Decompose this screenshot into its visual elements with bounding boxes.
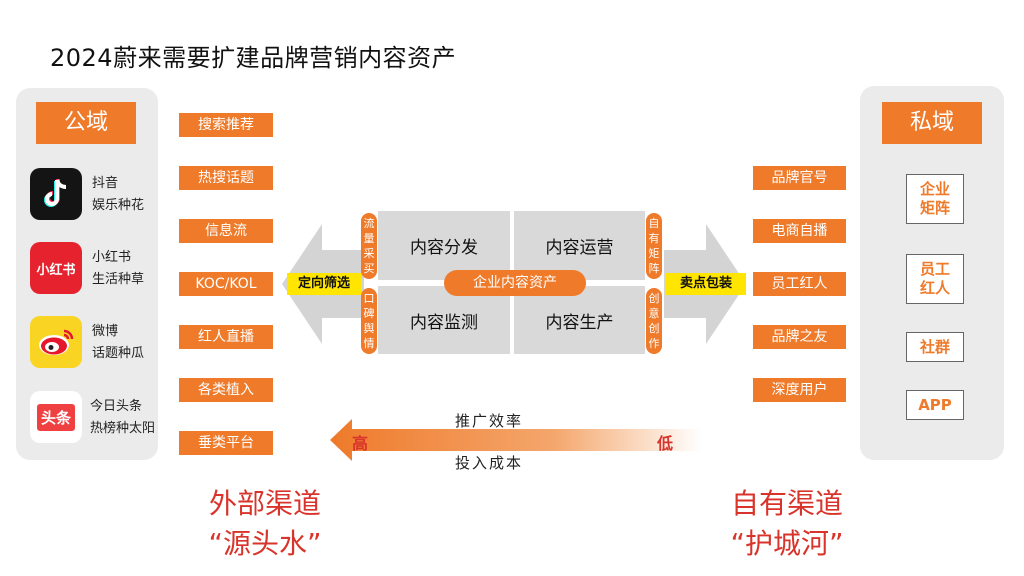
owned-channel: 深度用户 <box>753 378 846 402</box>
platform-toutiao: 今日头条 热榜种太阳 <box>90 396 155 440</box>
douyin-logo-icon <box>30 168 82 220</box>
external-channel: 信息流 <box>179 219 273 243</box>
investment-cost-label: 投入成本 <box>455 454 524 472</box>
platform-weibo: 微博 话题种瓜 <box>92 321 144 365</box>
tab-label: 口碑舆情 <box>363 292 375 350</box>
weibo-logo-icon <box>30 316 82 368</box>
private-item-app: APP <box>906 390 964 420</box>
promotion-efficiency-label: 推广效率 <box>455 412 524 430</box>
platform-desc: 娱乐种花 <box>92 198 145 213</box>
private-item-label: 社群 <box>919 337 950 356</box>
external-channel-caption: 外部渠道 “源头水” <box>180 482 350 562</box>
toutiao-logo-text: 头条 <box>36 403 75 431</box>
platform-name: 小红书 <box>92 250 132 265</box>
platform-desc: 热榜种太阳 <box>90 421 156 436</box>
xiaohongshu-logo-icon: 小红书 <box>30 242 82 294</box>
quadrant-content-monitoring: 内容监测 <box>378 286 510 354</box>
platform-name: 今日头条 <box>90 399 143 414</box>
quadrant-content-operation: 内容运营 <box>514 211 645 280</box>
public-domain-header: 公域 <box>36 102 136 144</box>
external-channel: KOC/KOL <box>179 272 273 296</box>
external-channel: 垂类平台 <box>179 431 273 455</box>
owned-channel: 品牌官号 <box>753 166 846 190</box>
tab-label: 创意创作 <box>648 292 660 350</box>
selling-point-label: 卖点包装 <box>666 273 746 295</box>
tab-label: 流量采买 <box>363 217 375 275</box>
tab-owned-matrix: 自有矩阵 <box>646 213 662 279</box>
tab-creative: 创意创作 <box>646 288 662 354</box>
low-label: 低 <box>657 434 674 453</box>
platform-xiaohongshu: 小红书 生活种草 <box>92 247 144 291</box>
quadrant-content-distribution: 内容分发 <box>378 211 510 280</box>
core-asset-pill: 企业内容资产 <box>444 270 586 296</box>
owned-channel: 电商自播 <box>753 219 846 243</box>
caption-line: 自有渠道 <box>730 487 843 520</box>
private-item-label: 员工红人 <box>919 260 950 297</box>
platform-desc: 生活种草 <box>92 272 145 287</box>
xiaohongshu-logo-text: 小红书 <box>36 262 76 278</box>
caption-line: “源头水” <box>208 527 322 560</box>
page-title: 2024蔚来需要扩建品牌营销内容资产 <box>50 44 457 72</box>
external-channel: 搜索推荐 <box>179 113 273 137</box>
high-label: 高 <box>352 434 369 453</box>
external-channel: 红人直播 <box>179 325 273 349</box>
platform-name: 微博 <box>92 324 119 339</box>
private-domain-header: 私域 <box>882 102 982 144</box>
external-channel: 热搜话题 <box>179 166 273 190</box>
tab-traffic-purchase: 流量采买 <box>361 213 377 279</box>
toutiao-logo-icon: 头条 <box>30 391 82 443</box>
owned-channel: 品牌之友 <box>753 325 846 349</box>
platform-name: 抖音 <box>92 176 119 191</box>
platform-douyin: 抖音 娱乐种花 <box>92 173 144 217</box>
private-item-label: 企业矩阵 <box>919 180 950 217</box>
caption-line: 外部渠道 <box>208 487 321 520</box>
efficiency-gradient-arrow <box>330 419 702 461</box>
owned-channel: 员工红人 <box>753 272 846 296</box>
targeted-filter-label: 定向筛选 <box>287 273 361 295</box>
platform-desc: 话题种瓜 <box>92 346 145 361</box>
quadrant-content-production: 内容生产 <box>514 286 645 354</box>
caption-line: “护城河” <box>730 527 844 560</box>
private-item-community: 社群 <box>906 332 964 362</box>
private-item-employee-influencer: 员工红人 <box>906 254 964 304</box>
tab-label: 自有矩阵 <box>648 217 660 275</box>
tab-reputation: 口碑舆情 <box>361 288 377 354</box>
owned-channel-caption: 自有渠道 “护城河” <box>702 482 872 562</box>
private-item-enterprise-matrix: 企业矩阵 <box>906 174 964 224</box>
external-channel: 各类植入 <box>179 378 273 402</box>
private-item-label: APP <box>918 395 952 414</box>
